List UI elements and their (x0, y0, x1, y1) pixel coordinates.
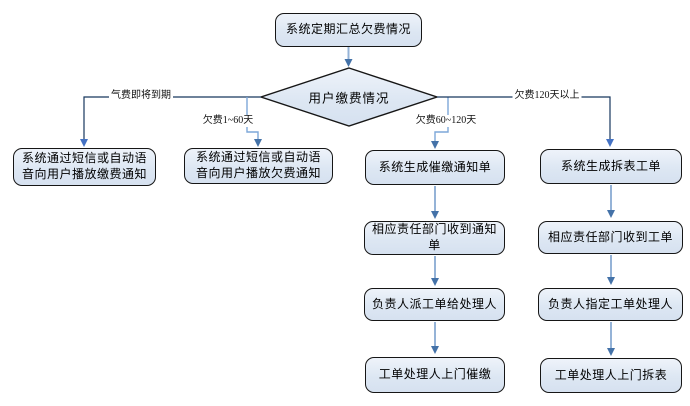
arrow-right-1 (607, 185, 615, 218)
flow-node-sms-arrears-notice: 系统通过短信或自动语音向用户播放欠费通知 (184, 148, 333, 184)
flow-node-decision-label: 用户缴费情况 (308, 91, 390, 106)
arrow-right-3 (607, 322, 615, 356)
arrow-mid-1 (431, 186, 439, 219)
arrow-mid-3 (431, 322, 439, 354)
flow-node-assign-work-order: 负责人派工单给处理人 (364, 288, 505, 321)
flow-node-sms-payment-notice: 系统通过短信或自动语音向用户播放缴费通知 (13, 148, 156, 186)
flow-node-door-meter-removal: 工单处理人上门拆表 (540, 358, 682, 393)
branch-label-overdue-1-60: 欠费1~60天 (200, 115, 256, 127)
connector-branch-right (437, 96, 614, 147)
flow-node-dept-receives-order: 相应责任部门收到工单 (538, 221, 683, 254)
flow-node-generate-collection-notice: 系统生成催缴通知单 (365, 150, 505, 185)
arrow-start-to-decision (344, 47, 353, 67)
connector-branch-overdue-60-120 (431, 97, 449, 149)
flow-node-door-collection: 工单处理人上门催缴 (365, 357, 505, 393)
flow-node-designate-handler: 负责人指定工单处理人 (538, 288, 683, 321)
flow-node-start: 系统定期汇总欠费情况 (275, 13, 422, 47)
branch-label-gas-fee-due-soon: 气费即将到期 (109, 90, 173, 102)
flow-node-dept-receives-notice: 相应责任部门收到通知单 (364, 221, 505, 255)
decision-diamond-shape (258, 67, 440, 127)
arrow-mid-2 (431, 256, 439, 286)
connector-branch-left (80, 96, 261, 147)
branch-label-overdue-60-120: 欠费60~120天 (413, 115, 479, 127)
flow-node-generate-meter-removal-order: 系统生成拆表工单 (540, 149, 682, 184)
branch-label-overdue-120-plus: 欠费120天以上 (512, 90, 582, 102)
connector-branch-overdue-1-60 (246, 97, 262, 147)
arrow-right-2 (607, 255, 615, 285)
